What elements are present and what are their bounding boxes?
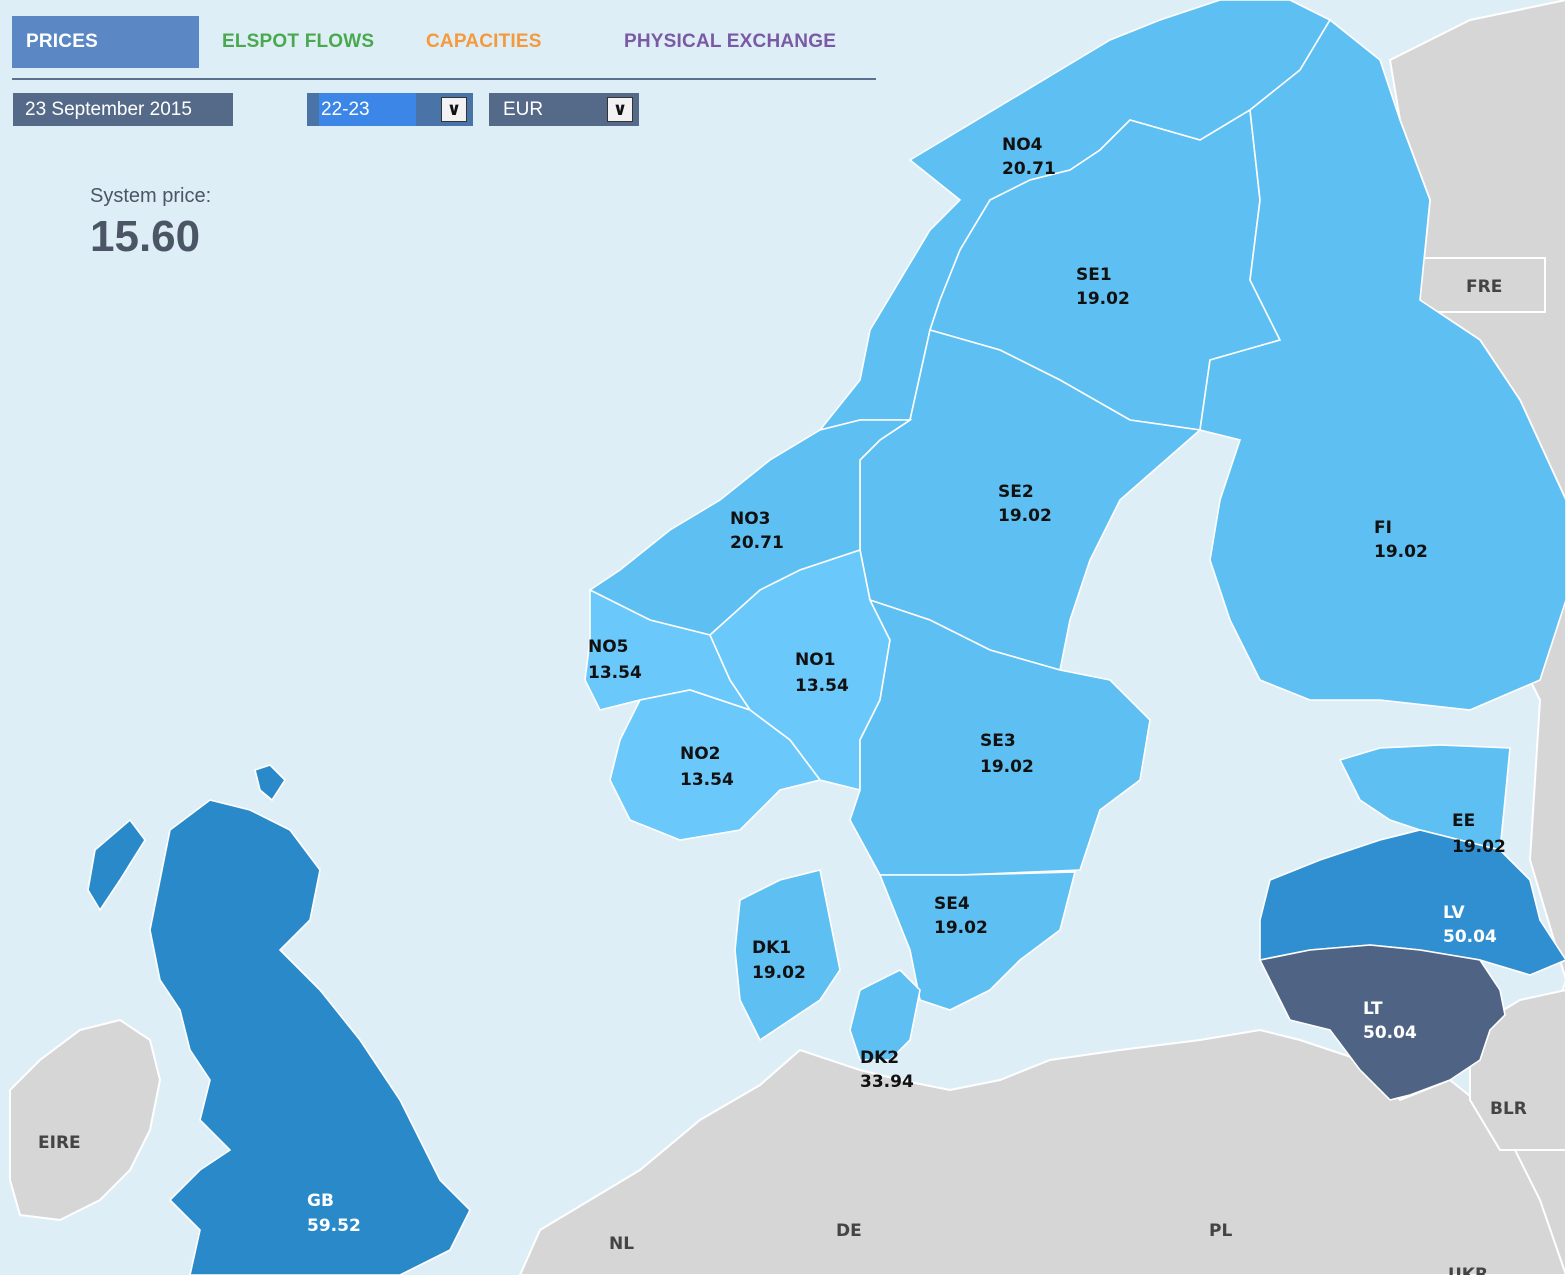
chevron-down-icon[interactable]: ∨ <box>441 97 467 122</box>
tab-bar: PRICES ELSPOT FLOWS CAPACITIES PHYSICAL … <box>12 16 876 82</box>
currency-select-value: EUR <box>503 99 544 120</box>
system-price-value: 15.60 <box>90 212 201 261</box>
label-ee-name: EE <box>1452 811 1475 831</box>
label-se2-price: 19.02 <box>998 506 1052 526</box>
land-belarus <box>1469 988 1566 1151</box>
zone-se4[interactable] <box>878 871 1077 1011</box>
label-country-fre: FRE <box>1466 277 1502 297</box>
label-ee-price: 19.02 <box>1452 837 1506 857</box>
label-se3-name: SE3 <box>980 731 1016 751</box>
zone-dk1[interactable] <box>734 869 841 1042</box>
land-continent <box>518 1028 1566 1275</box>
label-dk1-price: 19.02 <box>752 963 806 983</box>
label-gb-name: GB <box>307 1191 334 1211</box>
tab-physical-exchange[interactable]: PHYSICAL EXCHANGE <box>624 31 837 52</box>
label-country-eire: EIRE <box>38 1133 81 1153</box>
label-no4-price: 20.71 <box>1002 159 1056 179</box>
zone-se3[interactable] <box>849 598 1151 876</box>
label-no5-name: NO5 <box>588 637 629 657</box>
hour-select-value: 22-23 <box>319 93 416 126</box>
land-eire <box>9 1018 162 1222</box>
label-no4-name: NO4 <box>1002 135 1043 155</box>
tab-divider <box>12 78 876 80</box>
chevron-down-icon[interactable]: ∨ <box>607 97 633 122</box>
label-fi-name: FI <box>1374 518 1392 538</box>
zone-dk2[interactable] <box>849 969 921 1061</box>
label-country-pl: PL <box>1209 1221 1232 1241</box>
label-lv-price: 50.04 <box>1443 927 1497 947</box>
label-se1-price: 19.02 <box>1076 289 1130 309</box>
label-se1-name: SE1 <box>1076 265 1112 285</box>
label-country-ukr: UKR <box>1448 1265 1488 1275</box>
tab-prices[interactable]: PRICES <box>12 16 199 68</box>
country-labels: FRE EIRE BLR NL DE PL UKR <box>38 277 1527 1275</box>
zone-gb[interactable] <box>149 799 471 1275</box>
tab-capacities[interactable]: CAPACITIES <box>426 31 542 52</box>
label-no3-name: NO3 <box>730 509 771 529</box>
label-dk2-name: DK2 <box>860 1048 899 1068</box>
label-no3-price: 20.71 <box>730 533 784 553</box>
label-se4-name: SE4 <box>934 894 970 914</box>
label-no1-name: NO1 <box>795 650 836 670</box>
zone-gb-islands[interactable] <box>87 764 287 912</box>
zone-lt[interactable] <box>1258 944 1506 1101</box>
date-picker[interactable]: 23 September 2015 <box>13 93 233 126</box>
label-no2-price: 13.54 <box>680 770 734 790</box>
zone-no2[interactable] <box>609 689 822 841</box>
label-country-blr: BLR <box>1490 1099 1527 1119</box>
tab-elspot-flows[interactable]: ELSPOT FLOWS <box>222 31 375 52</box>
label-no5-price: 13.54 <box>588 663 642 683</box>
label-lt-price: 50.04 <box>1363 1023 1417 1043</box>
hour-select[interactable]: 22-23 ∨ <box>307 93 473 126</box>
system-price-label: System price: <box>90 185 212 207</box>
label-no1-price: 13.54 <box>795 676 849 696</box>
label-fi-price: 19.02 <box>1374 542 1428 562</box>
zone-fi[interactable] <box>1199 18 1566 711</box>
label-country-de: DE <box>836 1221 862 1241</box>
label-dk2-price: 33.94 <box>860 1072 914 1092</box>
label-lt-name: LT <box>1363 999 1383 1019</box>
label-gb-price: 59.52 <box>307 1216 361 1236</box>
label-country-nl: NL <box>609 1234 634 1254</box>
label-dk1-name: DK1 <box>752 938 791 958</box>
label-se4-price: 19.02 <box>934 918 988 938</box>
currency-select[interactable]: EUR ∨ <box>489 93 639 126</box>
label-lv-name: LV <box>1443 903 1465 923</box>
label-se2-name: SE2 <box>998 482 1034 502</box>
label-no2-name: NO2 <box>680 744 721 764</box>
zone-labels: NO4 20.71 SE1 19.02 SE2 19.02 NO3 20.71 … <box>307 135 1506 1236</box>
label-se3-price: 19.02 <box>980 757 1034 777</box>
